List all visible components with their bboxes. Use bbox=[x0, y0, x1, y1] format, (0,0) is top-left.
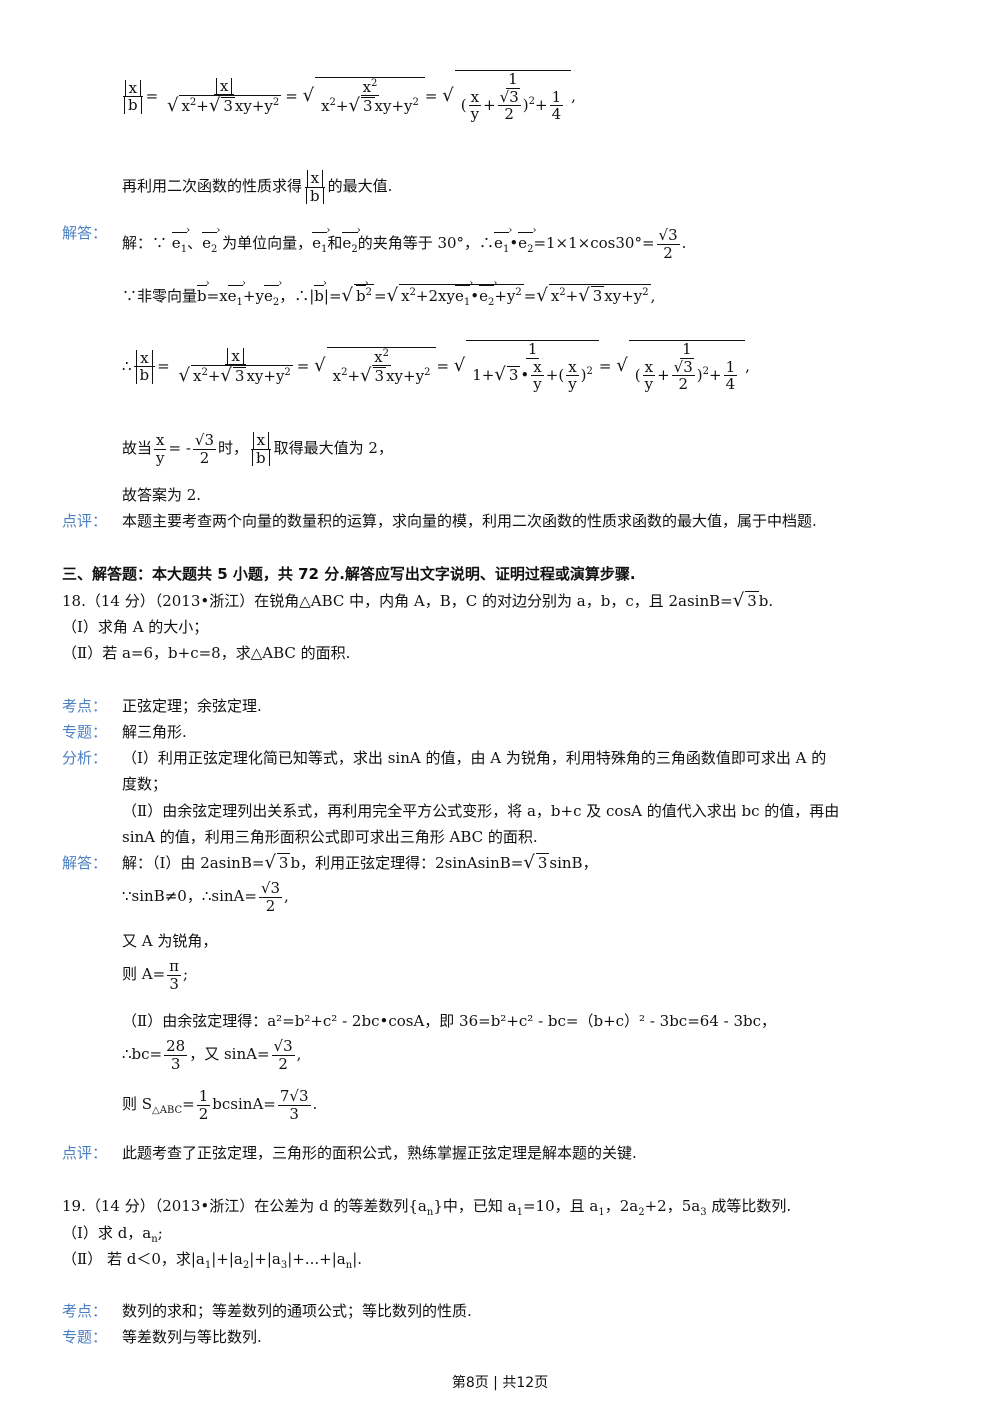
label-dp-18: 点评： bbox=[62, 1144, 108, 1162]
label-fx-18: 分析： bbox=[62, 749, 108, 767]
label-answer-17: 解答： bbox=[62, 224, 108, 242]
p19-zt: 等差数列与等比数列. bbox=[122, 1328, 262, 1346]
p19-q1: （Ⅰ）求 d，an; bbox=[62, 1224, 163, 1245]
p19-kd: 数列的求和；等差数列的通项公式；等比数列的性质. bbox=[122, 1302, 472, 1320]
p19-q2: （Ⅱ） 若 d＜0，求|a1|+|a2|+|a3|+...+|an|. bbox=[62, 1250, 363, 1271]
p18-fx1b: 度数； bbox=[122, 775, 168, 793]
s17-a1-mid: 为单位向量， bbox=[222, 234, 313, 252]
p19-stem: 19.（14 分）（2013•浙江）在公差为 d 的等差数列{an}中，已知 a… bbox=[62, 1197, 792, 1218]
top-line1-tail: , bbox=[571, 86, 576, 105]
s17-comment: 本题主要考查两个向量的数量积的运算，求向量的模，利用二次函数的性质求函数的最大值… bbox=[122, 512, 817, 530]
p19-stem-mid3: ，2a bbox=[604, 1197, 639, 1215]
p18-s6-pre: ∴bc= bbox=[122, 1045, 163, 1063]
p18-stem: 18.（14 分）（2013•浙江）在锐角△ABC 中，内角 A，B，C 的对边… bbox=[62, 590, 774, 611]
label-comment-17: 点评： bbox=[62, 512, 108, 530]
s17-a2-pre: ∵非零向量 bbox=[122, 287, 198, 305]
s17-a2-eq: =x bbox=[206, 287, 228, 305]
p18-zt: 解三角形. bbox=[122, 723, 187, 741]
p18-s3: 又 A 为锐角， bbox=[122, 932, 218, 950]
s17-a1-pre: 解：∵ bbox=[122, 234, 168, 252]
footer-mid: 页 | 共 bbox=[474, 1375, 517, 1391]
p18-s7-sub: △ABC bbox=[152, 1105, 183, 1116]
p19-stem-mid2: =10，且 a bbox=[522, 1197, 599, 1215]
p18-fx2b: sinA 的值，利用三角形面积公式即可求出三角形 ABC 的面积. bbox=[122, 828, 538, 846]
label-zt-19: 专题： bbox=[62, 1328, 108, 1346]
p18-q1: （Ⅰ）求角 A 的大小； bbox=[62, 618, 209, 636]
s17-a2-plus: +y bbox=[242, 287, 264, 305]
s17-a4-minus: = - bbox=[168, 439, 191, 457]
label-kd-19: 考点： bbox=[62, 1302, 108, 1320]
p18-s4-pre: 则 A= bbox=[122, 965, 166, 983]
p18-q2: （Ⅱ）若 a=6，b+c=8，求△ABC 的面积. bbox=[62, 644, 351, 662]
p18-s7-pre: 则 S bbox=[122, 1095, 153, 1113]
footer-page-number: 8 bbox=[465, 1375, 475, 1391]
s17-a1-and: 和 bbox=[327, 234, 343, 252]
p18-fx1a: （Ⅰ）利用正弦定理化简已知等式，求出 sinA 的值，由 A 为锐角，利用特殊角… bbox=[122, 749, 827, 767]
p19-q2-text: （Ⅱ） 若 d＜0，求|a bbox=[62, 1250, 205, 1268]
s17-line1: 解：∵ e1、e2 为单位向量，e1和e2的夹角等于 30°，∴e1•e2=1×… bbox=[122, 225, 686, 261]
p19-stem-tail: 成等比数列. bbox=[711, 1197, 792, 1215]
p18-kd: 正弦定理；余弦定理. bbox=[122, 697, 262, 715]
p18-s6-mid: ，又 sinA= bbox=[189, 1045, 270, 1063]
label-jd-18: 解答： bbox=[62, 854, 108, 872]
footer-right: 页 bbox=[534, 1375, 549, 1391]
p18-s7-mid: bcsinA= bbox=[212, 1095, 276, 1113]
s17-a4-pre: 故当 bbox=[122, 439, 153, 457]
s17-a4-tail: 取得最大值为 2， bbox=[273, 439, 393, 457]
p19-stem-mid: }中，已知 a bbox=[433, 1197, 517, 1215]
s17-a1-eq: =1×1×cos30°= bbox=[533, 234, 655, 252]
p18-s1-tail: sinB， bbox=[549, 854, 598, 872]
footer-left: 第 bbox=[451, 1375, 466, 1391]
s17-a1-angle: 的夹角等于 30°，∴ bbox=[357, 234, 495, 252]
section-header: 三、解答题：本大题共 5 小题，共 72 分.解答应写出文字说明、证明过程或演算… bbox=[62, 565, 636, 583]
p18-s2-pre: ∵sinB≠0，∴sinA= bbox=[122, 887, 257, 905]
p19-stem-mid4: +2，5a bbox=[644, 1197, 701, 1215]
label-zt-18: 专题： bbox=[62, 723, 108, 741]
p18-stem-tail: b. bbox=[758, 592, 774, 610]
p19-q1-text: （Ⅰ）求 d，a bbox=[62, 1224, 152, 1242]
s17-line2: ∵非零向量b=xe1+ye2，∴|b|=√b2=√x2+2xye1•e2+y2=… bbox=[122, 278, 655, 308]
label-kd-18: 考点： bbox=[62, 697, 108, 715]
s17-a2-mod: ，∴| bbox=[279, 287, 315, 305]
s17-a4-when: 时， bbox=[218, 439, 249, 457]
p18-fx2a: （Ⅱ）由余弦定理列出关系式，再利用完全平方公式变形，将 a，b+c 及 cosA… bbox=[122, 802, 840, 820]
p18-s5: （Ⅱ）由余弦定理得：a²=b²+c² - 2bc•cosA，即 36=b²+c²… bbox=[122, 1012, 777, 1030]
p18-stem-text: 18.（14 分）（2013•浙江）在锐角△ABC 中，内角 A，B，C 的对边… bbox=[62, 592, 733, 610]
p18-dp: 此题考查了正弦定理，三角形的面积公式，熟练掌握正弦定理是解本题的关键. bbox=[122, 1144, 637, 1162]
p19-stem-pre: 19.（14 分）（2013•浙江）在公差为 d 的等差数列{a bbox=[62, 1197, 427, 1215]
top-line2-text: 再利用二次函数的性质求得 bbox=[122, 177, 303, 195]
top-line2-tail: 的最大值. bbox=[327, 177, 393, 195]
footer-total-pages: 12 bbox=[516, 1375, 535, 1391]
p18-s1-mid: b，利用正弦定理得：2sinAsinB= bbox=[290, 854, 524, 872]
page-footer: 第8页 | 共12页 bbox=[0, 1372, 1000, 1392]
s17-line5: 故答案为 2. bbox=[122, 486, 202, 504]
p18-s1-pre: 解：（Ⅰ）由 2asinB= bbox=[122, 854, 265, 872]
